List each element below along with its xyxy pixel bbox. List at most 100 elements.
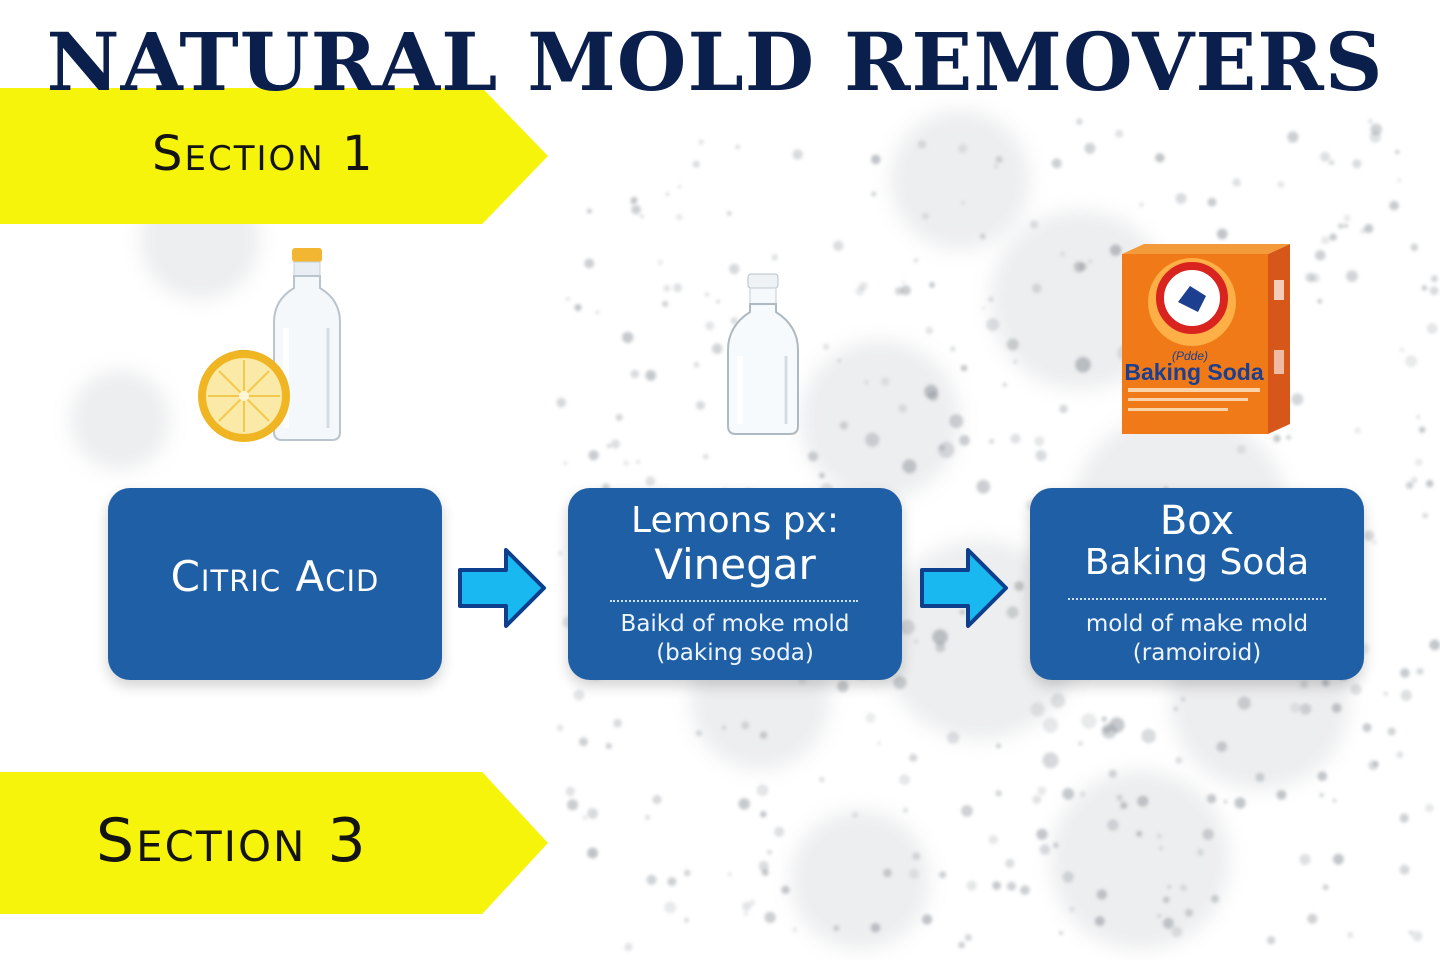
mold-speck [1002,382,1008,388]
mold-speck [865,713,876,723]
mold-speck [1206,794,1217,804]
mold-haze-spot [800,340,960,500]
mold-speck [1173,706,1178,711]
mold-speck [837,358,842,363]
mold-speck [929,282,935,288]
mold-speck [556,397,567,408]
mold-speck [1035,449,1047,462]
mold-speck [1300,703,1312,715]
mold-speck [1397,178,1402,183]
mold-speck [615,413,623,422]
vinegar-bottle-image [727,273,799,435]
mold-speck [644,814,651,821]
mold-speck [774,826,785,837]
mold-speck [913,258,919,263]
mold-speck [1030,702,1045,717]
mold-speck [705,321,715,331]
box-small-label: (Pdde) [1172,349,1208,363]
mold-speck [1232,178,1241,187]
mold-speck [1120,801,1128,810]
mold-speck [1354,427,1361,434]
mold-speck [1013,359,1018,364]
mold-speck [870,154,881,165]
mold-speck [558,551,562,555]
mold-speck [1317,298,1323,304]
mold-speck [1290,702,1301,713]
mold-speck [1141,728,1156,744]
mold-speck [1405,481,1414,490]
mold-speck [587,847,598,859]
mold-speck [1425,803,1434,813]
mold-haze-spot [1050,770,1230,950]
mold-speck [986,318,1000,332]
mold-speck [1062,871,1074,883]
card-description-line-2: (ramoiroid) [1132,640,1262,666]
mold-speck [563,461,568,466]
mold-speck [622,331,634,344]
mold-speck [711,343,723,355]
mold-speck [1347,931,1354,938]
mold-speck [1421,285,1428,291]
mold-speck [792,149,803,160]
mold-speck [964,934,972,941]
vinegar-card: Lemons px: Vinegar Baikd of moke mold (b… [568,488,902,680]
mold-speck [1429,639,1440,651]
mold-speck [1084,142,1096,154]
mold-speck [976,479,991,494]
mold-speck [1216,741,1228,752]
mold-speck [566,297,570,301]
mold-speck [1395,149,1400,155]
mold-speck [1156,833,1162,839]
mold-speck [1399,347,1405,353]
box-brand-label: Baking Soda [1124,359,1264,385]
mold-speck [925,326,934,335]
mold-speck [1419,426,1426,433]
mold-speck [1180,884,1187,892]
mold-speck [1396,751,1404,759]
mold-speck [908,868,920,879]
mold-speck [1081,713,1097,729]
mold-speck [1197,848,1204,856]
mold-speck [1273,434,1281,443]
mold-speck [1078,741,1083,746]
mold-speck [662,300,669,307]
mold-speck [586,208,592,214]
section-3-banner: Section 3 [0,772,548,914]
mold-speck [1107,819,1119,831]
mold-speck [1094,916,1105,927]
mold-speck [1363,530,1375,541]
mold-speck [1096,889,1108,900]
mold-speck [630,369,640,379]
mold-speck [764,911,776,924]
mold-speck [556,724,564,732]
mold-speck [727,211,732,216]
mold-haze-spot [790,810,930,950]
page-title: NATURAL MOLD REMOVERS [46,15,1384,109]
mold-speck [684,918,689,923]
mold-speck [1364,223,1374,234]
mold-speck [924,384,938,399]
mold-speck [1412,931,1423,942]
mold-speck [881,377,890,386]
mold-speck [909,753,918,762]
card-description: Baikd of moke mold (baking soda) [568,610,902,668]
dotted-divider [1068,598,1326,600]
mold-speck [1014,581,1025,592]
glass-bottle-icon [727,273,799,435]
mold-speck [1399,813,1409,823]
mold-speck [1426,323,1438,334]
mold-speck [981,306,985,310]
card-title: Citric Acid [170,552,380,601]
mold-speck [959,609,965,615]
mold-speck [833,240,844,251]
mold-speck [652,795,662,805]
mold-speck [1163,896,1170,904]
mold-speck [1076,118,1083,125]
mold-speck [1032,795,1042,805]
mold-speck [914,639,918,644]
mold-speck [1157,914,1161,918]
mold-speck [1317,771,1328,781]
baking-soda-box-image: (Pdde) Baking Soda [1122,244,1290,434]
mold-speck [721,725,727,730]
